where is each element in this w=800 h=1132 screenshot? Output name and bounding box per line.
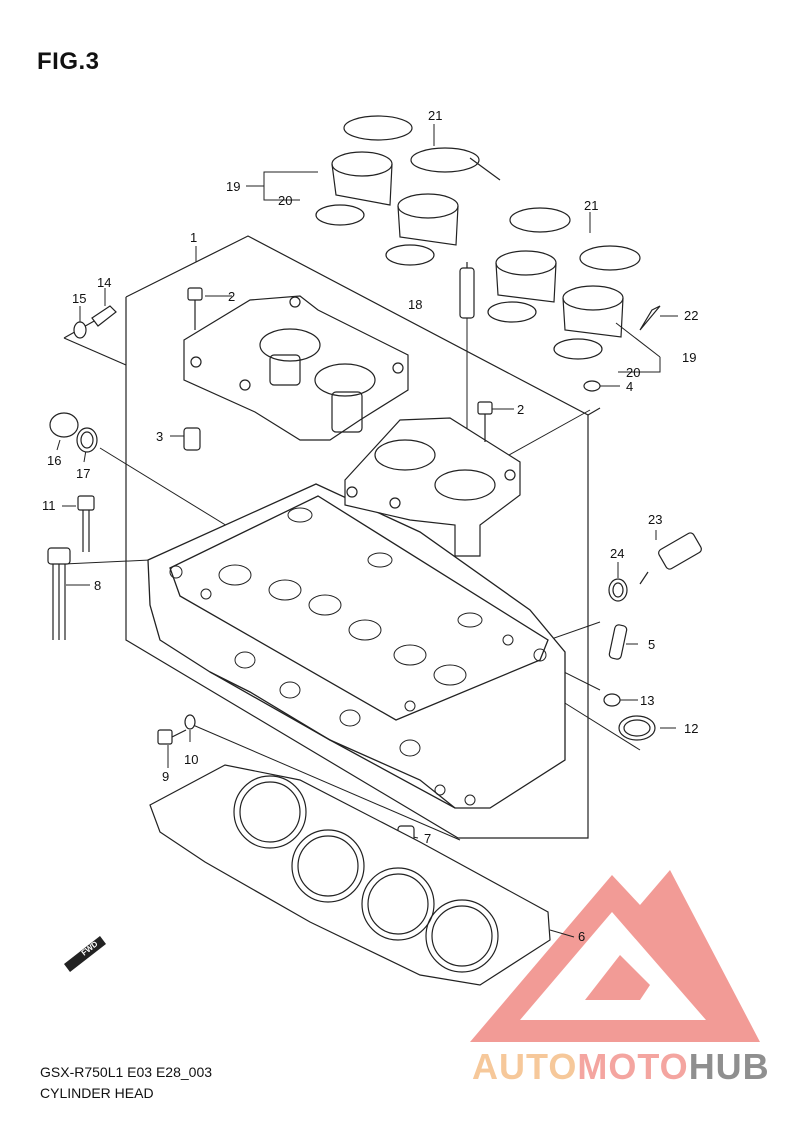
callout-4: 4 [626,379,633,394]
callout-12: 12 [684,721,698,736]
callout-10: 10 [184,752,198,767]
callout-6: 6 [578,929,585,944]
intake-boots-upper-right [487,207,641,360]
callout-22: 22 [684,308,698,323]
callout-15: 15 [72,291,86,306]
callout-11: 11 [42,498,56,513]
watermark-auto: AUTO [472,1046,578,1087]
callout-3: 3 [156,429,163,444]
callout-8: 8 [94,578,101,593]
leader-lines [56,124,678,938]
intake-manifold-right [344,417,521,557]
intake-boots-upper-left [315,115,501,266]
head-gasket [149,764,551,986]
figure-title: FIG.3 [37,48,100,75]
diagram-caption: CYLINDER HEAD [40,1085,154,1101]
callout-1: 1 [190,230,197,245]
callout-23: 23 [648,512,662,527]
callout-20a: 20 [278,193,292,208]
callout-5: 5 [648,637,655,652]
watermark-moto: MOTO [577,1046,689,1087]
intake-manifold-left [183,295,409,441]
forward-arrow-icon: FWD [64,936,106,972]
watermark-brand-text: AUTOMOTOHUB [472,1046,770,1088]
callouts: 1 2 2 3 4 5 6 7 8 9 10 11 12 13 14 15 16… [42,108,698,944]
callout-19a: 19 [226,179,240,194]
callout-18: 18 [408,297,422,312]
model-code: GSX-R750L1 E03 E28_003 [40,1064,213,1080]
watermark-hub: HUB [688,1046,770,1087]
callout-14: 14 [97,275,111,290]
callout-7: 7 [424,831,431,846]
callout-24: 24 [610,546,624,561]
callout-20b: 20 [626,365,640,380]
watermark-logo [470,870,760,1042]
callout-2b: 2 [517,402,524,417]
callout-17: 17 [76,466,90,481]
callout-19b: 19 [682,350,696,365]
callout-21a: 21 [428,108,442,123]
callout-2a: 2 [228,289,235,304]
cylinder-head [147,483,566,809]
callout-9: 9 [162,769,169,784]
callout-21b: 21 [584,198,598,213]
small-parts [47,262,702,847]
callout-13: 13 [640,693,654,708]
callout-16: 16 [47,453,61,468]
